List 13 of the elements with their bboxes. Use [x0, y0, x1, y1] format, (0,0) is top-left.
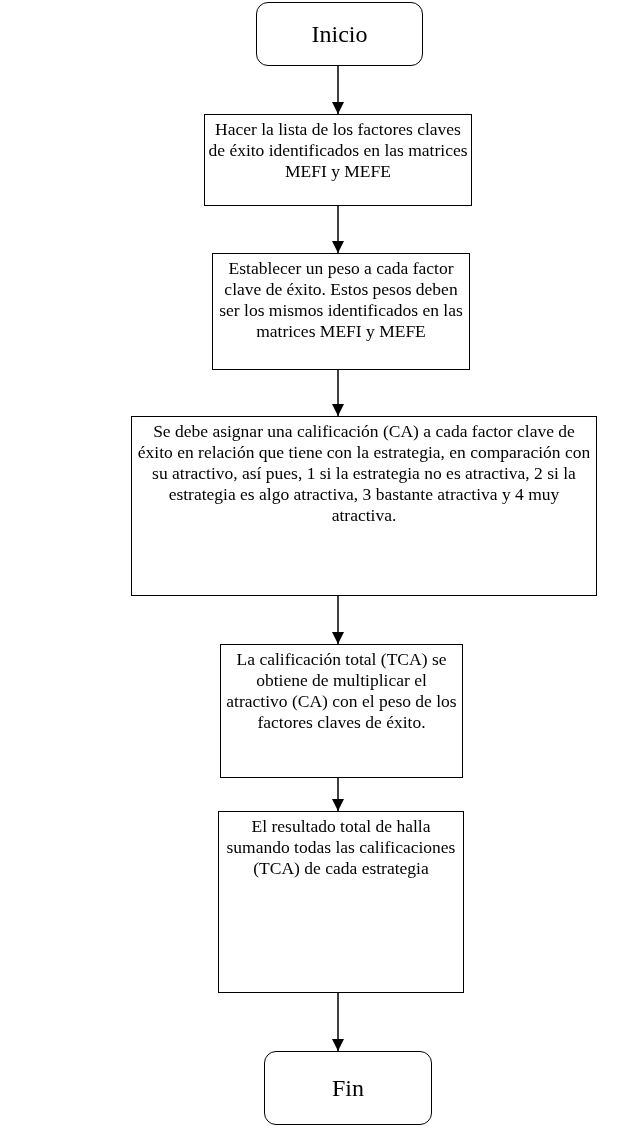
arrow — [332, 595, 344, 645]
arrow — [332, 205, 344, 254]
process-box: Hacer la lista de los factores claves de éxito identificados en las matrices MEFI y MEFE — [204, 114, 472, 206]
process-box: Se debe asignar una calificación (CA) a cada factor clave de éxito en relación que tiene con la estrategia, en comparación con su atractivo, así pues, 1 si la estrategia no es atractiva, 2 si la estrategia es algo atractiva, 3 bastante atractiva y 4 muy atractiva. — [131, 416, 597, 596]
process-box: La calificación total (TCA) se obtiene de multiplicar el atractivo (CA) con el peso de los factores claves de éxito. — [220, 644, 463, 778]
process-box: El resultado total de halla sumando todas las calificaciones (TCA) de cada estrategia — [218, 811, 464, 993]
terminal-box: Inicio — [256, 2, 423, 66]
arrow — [332, 777, 344, 812]
process-box: Establecer un peso a cada factor clave de éxito. Estos pesos deben ser los mismos identificados en las matrices MEFI y MEFE — [212, 253, 470, 370]
arrow — [332, 992, 344, 1052]
terminal-box: Fin — [264, 1051, 432, 1125]
arrow — [332, 65, 344, 115]
arrow — [332, 369, 344, 417]
